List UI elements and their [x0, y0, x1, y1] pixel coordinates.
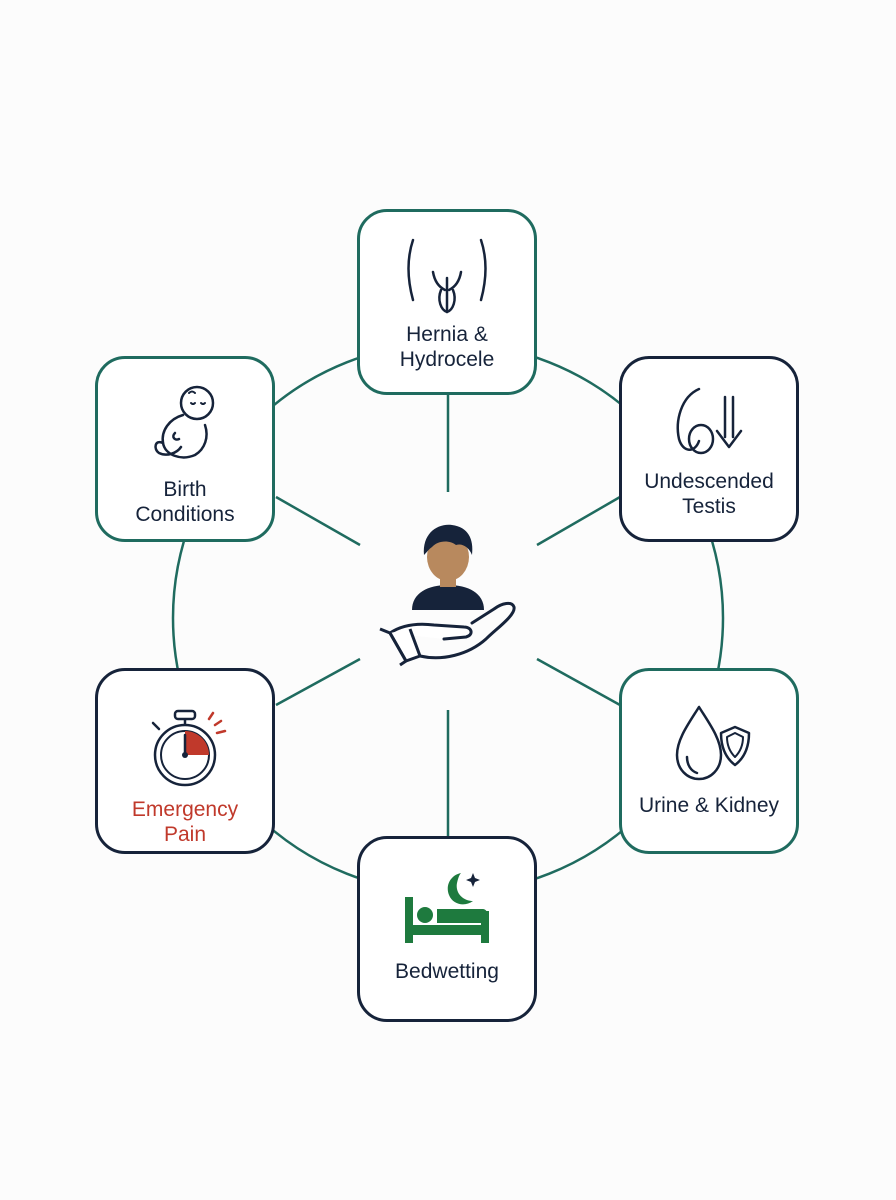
- label-line: Bedwetting: [395, 960, 499, 983]
- node-birth-conditions[interactable]: Birth Conditions: [95, 356, 275, 542]
- center-hub: [372, 515, 522, 675]
- node-bedwetting[interactable]: Bedwetting: [357, 836, 537, 1022]
- label-line: Hydrocele: [399, 348, 495, 371]
- testis-down-arrow-icon: [659, 377, 759, 463]
- spoke-emergency: [275, 657, 361, 707]
- spoke-undescended: [536, 495, 621, 547]
- label-line: Undescended: [644, 470, 774, 493]
- groin-anatomy-icon: [397, 230, 497, 316]
- node-hernia-hydrocele[interactable]: Hernia & Hydrocele: [357, 209, 537, 395]
- spoke-birth: [275, 495, 361, 547]
- node-label: Hernia & Hydrocele: [359, 322, 535, 372]
- node-label: Birth Conditions: [97, 477, 273, 527]
- label-line: Urine & Kidney: [638, 794, 780, 817]
- node-label: Emergency Pain: [97, 797, 273, 847]
- moon-bed-icon: [397, 863, 497, 949]
- node-emergency-pain[interactable]: Emergency Pain: [95, 668, 275, 854]
- node-undescended-testis[interactable]: Undescended Testis: [619, 356, 799, 542]
- label-line: Testis: [682, 495, 736, 518]
- node-label: Urine & Kidney: [621, 793, 797, 818]
- node-label: Undescended Testis: [621, 469, 797, 519]
- hand-holding-child-icon: [379, 524, 516, 667]
- node-urine-kidney[interactable]: Urine & Kidney: [619, 668, 799, 854]
- label-line: Emergency: [131, 798, 239, 821]
- spoke-urine: [536, 657, 621, 707]
- baby-icon: [135, 383, 235, 469]
- stopwatch-icon: [135, 707, 235, 793]
- label-line: Pain: [163, 823, 207, 846]
- node-label: Bedwetting: [359, 959, 535, 984]
- label-line: Hernia &: [406, 323, 488, 346]
- label-line: Birth: [163, 478, 207, 501]
- drop-shield-icon: [659, 699, 759, 785]
- label-line: Conditions: [135, 503, 235, 526]
